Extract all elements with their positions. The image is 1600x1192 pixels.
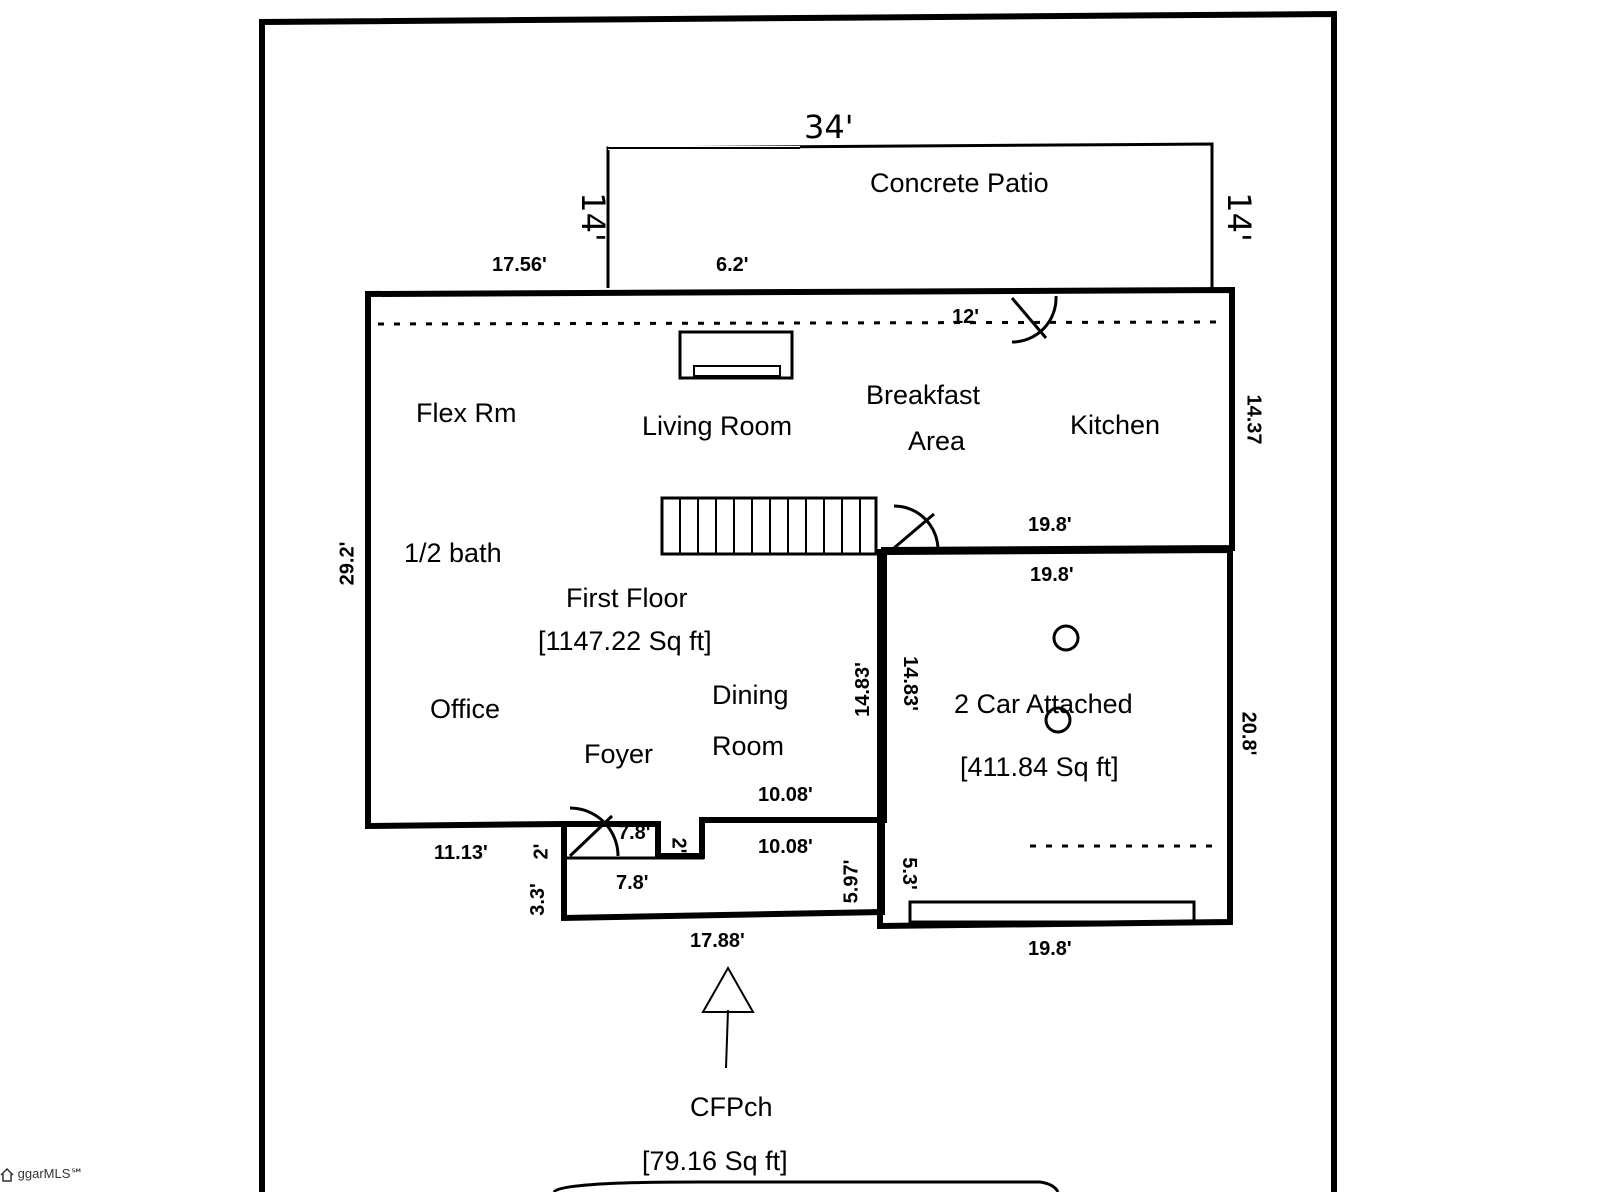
watermark-text: ggarMLS℠ [17,1166,84,1181]
label-dining-2: Room [712,731,785,761]
label-office: Office [430,694,501,724]
dim-garage-left: 14.83' [898,656,921,711]
label-first-floor-area: [1147.22 Sq ft] [538,626,712,656]
fireplace [678,330,794,380]
dim-patio-left: 14' [573,192,612,242]
dim-entry-top: 7.8' [618,822,651,844]
label-concrete-patio: Concrete Patio [870,168,1049,198]
dim-patio-top: 34' [804,108,854,146]
dim-dining-right: 14.83' [851,662,874,717]
dim-dining-bottom: 10.08' [758,784,813,806]
label-porch-area: [79.16 Sq ft] [642,1146,788,1176]
lot-boundary [259,10,1337,1192]
dim-bottom-left: 11.13' [434,842,488,864]
label-first-floor: First Floor [566,583,688,613]
first-floor-outline [365,286,1235,859]
label-living-room: Living Room [642,411,793,441]
label-garage: 2 Car Attached [954,689,1133,719]
label-breakfast-area-1: Breakfast [866,380,981,410]
dim-top-right: 12' [952,306,980,328]
garage-outline [877,546,1233,930]
label-kitchen: Kitchen [1070,410,1161,440]
dim-garage-bottom: 19.8' [1028,938,1072,960]
dim-step-b: 2' [667,837,690,854]
mls-watermark: ggarMLS℠ [0,1166,84,1182]
label-half-bath: 1/2 bath [404,538,502,568]
dim-porch-width: 17.88' [690,930,745,952]
dim-right-upper: 14.37 [1242,394,1265,445]
label-garage-area: [411.84 Sq ft] [960,752,1119,782]
door-garage [893,504,940,551]
dim-garage-lower-left: 5.3' [897,857,920,890]
dim-garage-top: 19.8' [1030,564,1074,586]
door-front [568,806,620,858]
interior-dotted-line [377,320,1223,326]
label-foyer: Foyer [584,739,654,769]
garage-door [908,900,1196,924]
label-flex-room: Flex Rm [416,398,517,428]
house-icon [0,1167,14,1182]
dim-entry-right: 10.08' [758,836,813,858]
dim-step-a: 2' [530,843,553,860]
dim-left-side: 29.2' [336,541,359,586]
dim-top-mid: 6.2' [716,254,749,276]
dim-entry-vert: 5.97' [840,859,863,904]
dim-entry-side: 3.3' [526,883,549,916]
garage-fixture-upper [1052,624,1080,652]
entry-outline [561,820,885,922]
stairs [660,496,878,556]
patio-outline [606,142,1214,288]
porch-arrow [701,965,755,1069]
dim-entry-bottom: 7.8' [616,872,649,894]
label-porch: CFPch [690,1092,773,1122]
dim-patio-right: 14' [1219,192,1258,242]
label-dining-1: Dining [712,680,789,710]
dim-top-left: 17.56' [492,254,547,276]
dim-kitchen-bottom: 19.8' [1028,514,1072,536]
door-patio [1010,295,1058,344]
garage-fixture-lower [1044,706,1072,734]
dim-garage-right: 20.8' [1237,711,1260,756]
label-breakfast-area-2: Area [908,426,966,456]
